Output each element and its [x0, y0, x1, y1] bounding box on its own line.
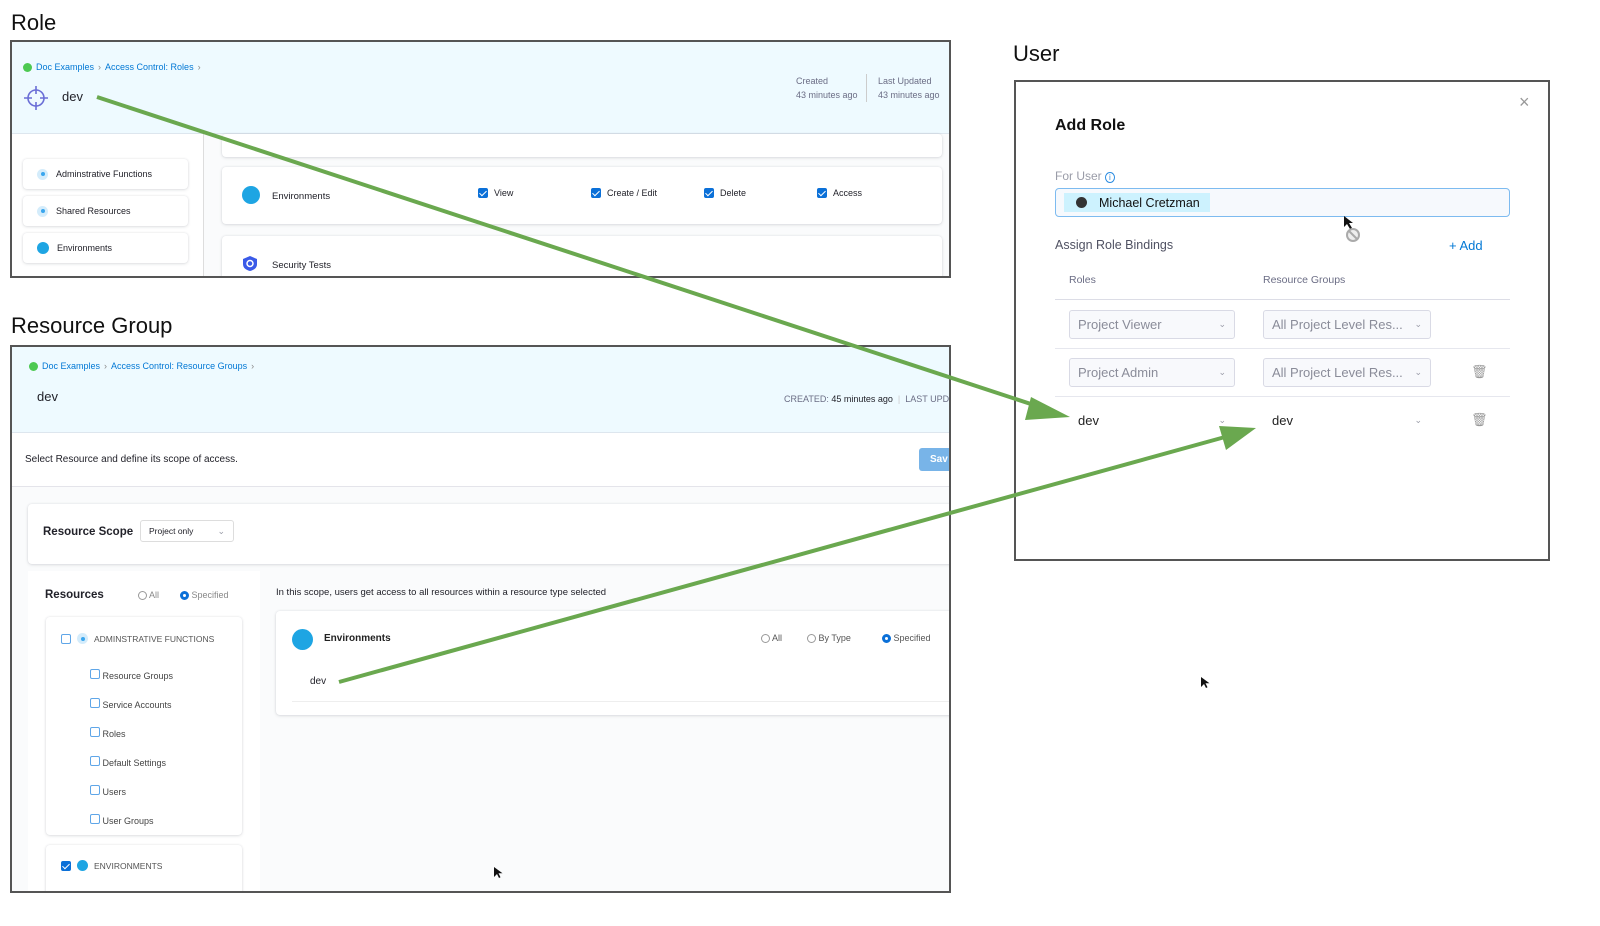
avatar: [1076, 197, 1087, 208]
mouse-cursor-icon: [494, 867, 503, 878]
radio-specified[interactable]: Specified: [180, 590, 229, 601]
rg-header: Doc Examples› Access Control: Resource G…: [12, 347, 949, 433]
shield-icon: [243, 256, 257, 271]
breadcrumb-resource-groups[interactable]: Access Control: Resource Groups: [111, 361, 248, 371]
admin-icon: [37, 168, 48, 180]
shared-icon: [37, 205, 48, 217]
resource-group-panel: Doc Examples› Access Control: Resource G…: [10, 345, 951, 893]
environments-icon: [292, 629, 313, 650]
save-button[interactable]: Sav: [919, 448, 949, 471]
admin-functions-checkbox[interactable]: ADMINSTRATIVE FUNCTIONS: [61, 633, 214, 644]
admin-items: Resource Groups Service Accounts Roles D…: [90, 662, 173, 836]
role-panel: Doc Examples› Access Control: Roles› dev…: [10, 40, 951, 278]
role-section-label: Role: [11, 10, 57, 35]
radio-env-specified[interactable]: Specified: [882, 633, 931, 644]
radio-all[interactable]: All: [138, 590, 159, 601]
role-select-3[interactable]: dev⌄: [1069, 406, 1235, 435]
role-card-security-tests: Security Tests: [222, 236, 942, 276]
role-header: Doc Examples› Access Control: Roles› dev…: [12, 42, 949, 134]
resource-scope-card: Resource Scope Project only⌄: [28, 504, 949, 564]
for-user-label: For User i: [1055, 169, 1115, 183]
col-roles: Roles: [1069, 274, 1096, 286]
trash-icon[interactable]: 🗑: [1471, 412, 1488, 427]
rg-description-bar: Select Resource and define its scope of …: [12, 433, 949, 487]
col-resource-groups: Resource Groups: [1263, 274, 1346, 286]
trash-icon[interactable]: 🗑: [1471, 364, 1488, 379]
group-select-1[interactable]: All Project Level Res...⌄: [1263, 310, 1431, 339]
breadcrumb: Doc Examples› Access Control: Roles›: [23, 62, 201, 72]
item-service-accounts[interactable]: Service Accounts: [90, 691, 173, 720]
breadcrumb-doc-examples[interactable]: Doc Examples: [36, 62, 95, 72]
project-icon: [29, 361, 38, 371]
close-icon[interactable]: ×: [1519, 92, 1530, 112]
environments-icon: [77, 860, 88, 871]
info-icon: i: [1105, 172, 1115, 183]
environments-card: ENVIRONMENTS: [46, 845, 242, 891]
sidebar-item-shared[interactable]: Shared Resources: [23, 196, 188, 226]
admin-functions-card: ADMINSTRATIVE FUNCTIONS Resource Groups …: [46, 617, 242, 835]
mouse-cursor-icon: [1201, 677, 1210, 688]
breadcrumb: Doc Examples› Access Control: Resource G…: [29, 361, 254, 371]
role-select-2[interactable]: Project Admin⌄: [1069, 358, 1235, 387]
resources-label: Resources: [45, 589, 104, 601]
item-resource-groups[interactable]: Resource Groups: [90, 662, 173, 691]
page-title: dev: [62, 89, 83, 104]
security-tests-label: Security Tests: [272, 260, 331, 271]
user-input[interactable]: Michael Cretzman: [1055, 188, 1510, 217]
group-select-3[interactable]: dev⌄: [1263, 406, 1431, 435]
add-role-dialog: × Add Role For User i Michael Cretzman A…: [1014, 80, 1550, 561]
item-users[interactable]: Users: [90, 778, 173, 807]
admin-icon: [77, 633, 88, 644]
role-card-previous: [222, 134, 942, 157]
resource-scope-label: Resource Scope: [43, 526, 134, 538]
role-sidebar: Adminstrative Functions Shared Resources…: [12, 134, 204, 276]
role-select-1[interactable]: Project Viewer⌄: [1069, 310, 1235, 339]
perm-create-edit[interactable]: Create / Edit: [591, 188, 657, 198]
user-section-label: User: [1013, 41, 1060, 66]
breadcrumb-roles[interactable]: Access Control: Roles: [105, 62, 194, 72]
bindings-label: Assign Role Bindings: [1055, 238, 1174, 252]
perm-delete[interactable]: Delete: [704, 188, 746, 198]
project-icon: [23, 62, 32, 72]
chevron-down-icon: ⌄: [217, 526, 225, 536]
description-text: Select Resource and define its scope of …: [25, 454, 238, 465]
item-user-groups[interactable]: User Groups: [90, 807, 173, 836]
environments-icon: [37, 242, 49, 254]
group-select-2[interactable]: All Project Level Res...⌄: [1263, 358, 1431, 387]
user-chip[interactable]: Michael Cretzman: [1064, 193, 1210, 212]
env-item-dev[interactable]: dev: [310, 676, 327, 687]
role-card-environments: Environments View Create / Edit Delete A…: [222, 167, 942, 224]
radio-env-all[interactable]: All: [761, 633, 782, 644]
environments-checkbox[interactable]: ENVIRONMENTS: [61, 860, 162, 871]
perm-view[interactable]: View: [478, 188, 513, 198]
resource-group-section-label: Resource Group: [11, 313, 173, 338]
perm-access[interactable]: Access: [817, 188, 862, 198]
item-roles[interactable]: Roles: [90, 720, 173, 749]
scope-note: In this scope, users get access to all r…: [276, 587, 607, 598]
page-title: dev: [37, 389, 58, 404]
resource-scope-select[interactable]: Project only⌄: [140, 520, 234, 542]
item-default-settings[interactable]: Default Settings: [90, 749, 173, 778]
role-crosshair-icon: [24, 86, 48, 110]
environments-label: Environments: [324, 633, 391, 644]
dialog-title: Add Role: [1055, 117, 1126, 134]
sidebar-item-environments[interactable]: Environments: [23, 233, 188, 263]
created-info: CREATED: 45 minutes ago | LAST UPD: [784, 394, 950, 404]
breadcrumb-doc-examples[interactable]: Doc Examples: [42, 361, 101, 371]
environments-icon: [242, 186, 260, 204]
environments-label: Environments: [272, 191, 331, 202]
cursor-not-allowed-icon: [1344, 216, 1360, 242]
env-resource-card: Environments All By Type Specified dev: [276, 611, 949, 715]
radio-env-by-type[interactable]: By Type: [807, 633, 851, 644]
add-binding-button[interactable]: + Add: [1449, 238, 1483, 253]
sidebar-item-admin[interactable]: Adminstrative Functions: [23, 159, 188, 189]
resources-column: Resources All Specified ADMINSTRATIVE FU…: [28, 571, 260, 891]
